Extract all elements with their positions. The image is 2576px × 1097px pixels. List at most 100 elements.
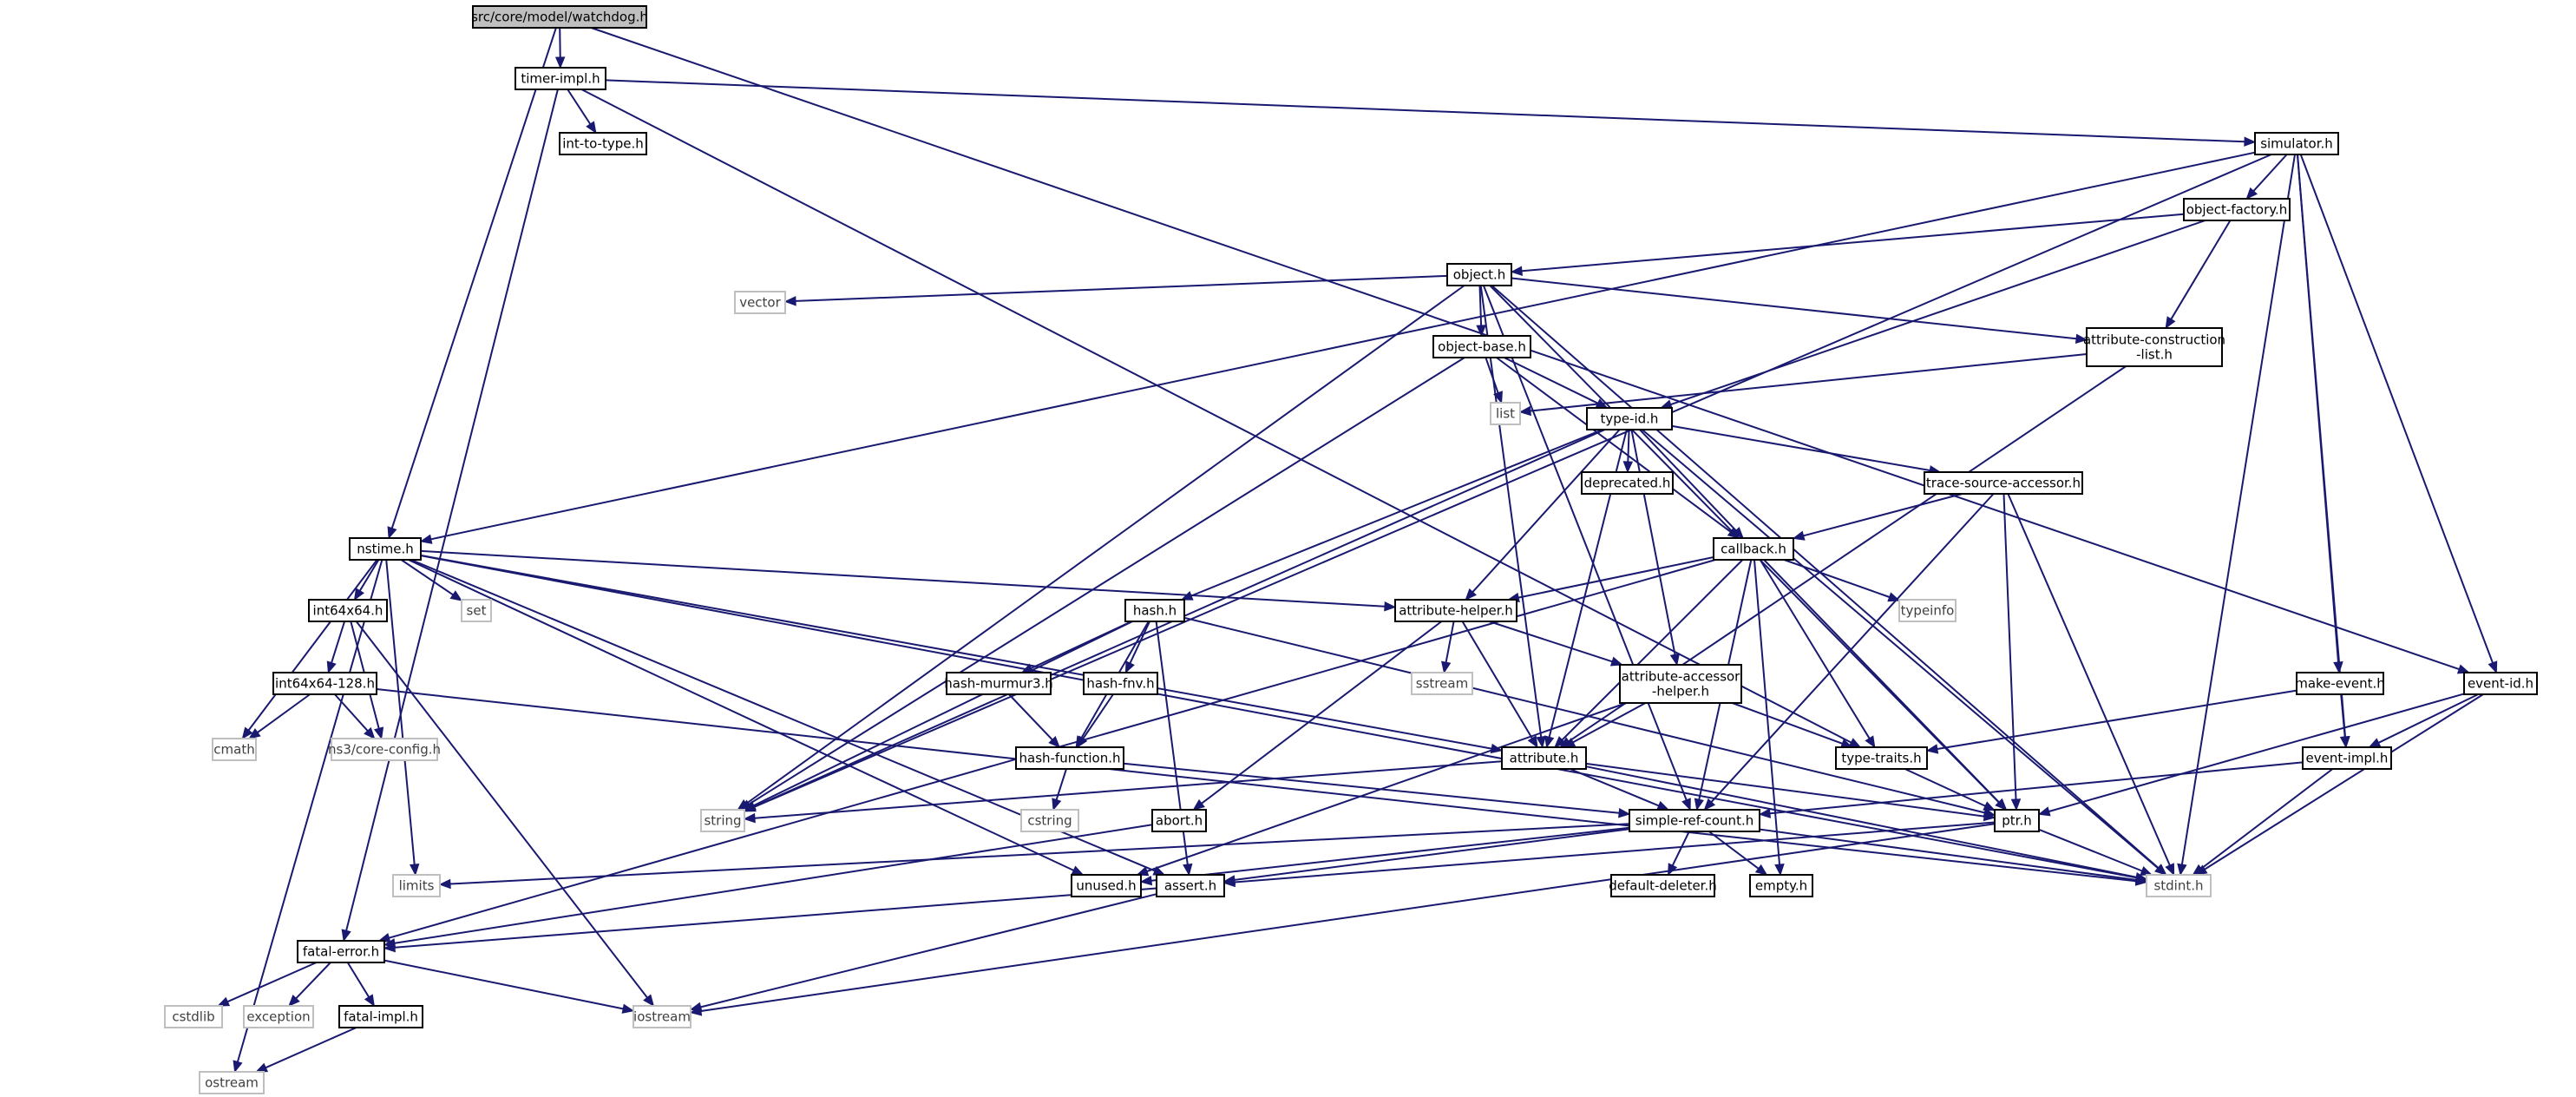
edge-arrowhead xyxy=(2488,660,2498,674)
edge-line xyxy=(2297,154,2346,738)
edge-line xyxy=(346,962,370,998)
edge-line xyxy=(2340,693,2346,738)
edge-typetraits-to-ptr xyxy=(1904,768,1996,811)
edge-eventid-to-eventimpl xyxy=(2368,693,2479,748)
edge-objfactory-to-object xyxy=(1510,213,2185,277)
edge-line xyxy=(2038,828,2143,872)
node-attrconstr[interactable]: attribute-construction-list.h xyxy=(2083,327,2225,367)
edge-line xyxy=(567,89,592,125)
node-label: hash-fnv.h xyxy=(1086,676,1154,692)
node-typeid[interactable]: type-id.h xyxy=(1586,407,1673,430)
edge-line xyxy=(236,559,383,1062)
edge-eventimpl-to-stdint xyxy=(2192,768,2334,876)
edge-fatalimpl-to-ostream xyxy=(255,1027,357,1073)
edge-line xyxy=(1234,821,1996,884)
edge-fatalerror-to-iostream xyxy=(383,959,635,1014)
node-simulator[interactable]: simulator.h xyxy=(2254,132,2339,155)
node-attribute[interactable]: attribute.h xyxy=(1501,746,1587,770)
node-nstime[interactable]: nstime.h xyxy=(349,537,422,561)
node-eventid[interactable]: event-id.h xyxy=(2463,672,2538,695)
node-box xyxy=(559,132,647,155)
edge-line xyxy=(1472,429,1621,593)
edge-arrowhead xyxy=(743,812,756,824)
node-tracesrc[interactable]: trace-source-accessor.h xyxy=(1924,471,2083,495)
node-attrhelper[interactable]: attribute-helper.h xyxy=(1394,599,1517,622)
node-hashmurmur[interactable]: hash-murmur3.h xyxy=(944,672,1053,695)
node-int64x64[interactable]: int64x64.h xyxy=(308,599,388,622)
edge-arrowhead xyxy=(1887,592,1901,602)
node-box xyxy=(1432,335,1531,358)
edge-arrowhead xyxy=(1622,461,1634,474)
node-timerimpl[interactable]: timer-impl.h xyxy=(515,67,606,90)
edge-line xyxy=(257,693,311,733)
edge-arrowhead xyxy=(233,1060,243,1074)
node-unused[interactable]: unused.h xyxy=(1071,874,1142,897)
node-objbase[interactable]: object-base.h xyxy=(1432,335,1531,358)
node-abort[interactable]: abort.h xyxy=(1151,809,1207,832)
node-label: cmath xyxy=(213,742,254,758)
edge-watchdog-to-nstime xyxy=(387,27,557,540)
edge-arrowhead xyxy=(1476,325,1486,338)
node-defaultdeleter[interactable]: default-deleter.h xyxy=(1609,874,1717,897)
node-assert[interactable]: assert.h xyxy=(1156,874,1225,897)
node-makeevent[interactable]: make-event.h xyxy=(2295,672,2385,695)
node-objfactory[interactable]: object-factory.h xyxy=(2183,198,2291,221)
edge-arrowhead xyxy=(438,878,451,890)
node-box xyxy=(2254,132,2339,155)
edge-ptr-to-assert xyxy=(1222,821,1996,888)
edge-line xyxy=(2378,693,2479,744)
edge-line xyxy=(2002,493,2017,800)
edge-timerimpl-to-inttotype xyxy=(567,89,597,135)
node-deprecated[interactable]: deprecated.h xyxy=(1581,471,1674,495)
edge-arrowhead xyxy=(586,121,597,135)
node-string: string xyxy=(700,809,745,832)
node-ptr[interactable]: ptr.h xyxy=(1994,809,2040,832)
edge-arrowhead xyxy=(1441,660,1452,674)
edge-arrowhead xyxy=(353,588,365,601)
edge-tracesrc-to-simplerefcount xyxy=(1703,493,1995,811)
node-label: attribute-helper.h xyxy=(1399,603,1513,619)
edge-makeevent-to-eventimpl xyxy=(2339,693,2350,749)
node-label: empty.h xyxy=(1755,878,1807,894)
edge-int64x64128-to-coreconfig xyxy=(334,693,376,739)
node-box xyxy=(1835,746,1928,770)
edge-line xyxy=(580,89,1852,744)
node-box xyxy=(1156,874,1225,897)
edge-arrowhead xyxy=(743,800,757,811)
edge-attraccessor-to-unused xyxy=(1136,702,1627,877)
node-object[interactable]: object.h xyxy=(1446,263,1512,286)
edge-line xyxy=(1190,429,1603,597)
node-box xyxy=(243,1005,314,1028)
node-label: simple-ref-count.h xyxy=(1635,813,1753,829)
edge-arrowhead xyxy=(1983,801,1996,811)
node-inttotype[interactable]: int-to-type.h xyxy=(559,132,647,155)
edge-arrowhead xyxy=(2010,798,2022,811)
node-hashfnv[interactable]: hash-fnv.h xyxy=(1083,672,1158,695)
node-typetraits[interactable]: type-traits.h xyxy=(1835,746,1928,770)
node-callback[interactable]: callback.h xyxy=(1713,537,1794,561)
node-box xyxy=(1610,874,1715,897)
edge-line xyxy=(753,154,2272,808)
node-box xyxy=(1586,407,1673,430)
node-eventimpl[interactable]: event-impl.h xyxy=(2302,746,2392,770)
node-empty[interactable]: empty.h xyxy=(1749,874,1813,897)
node-fatalerror[interactable]: fatal-error.h xyxy=(297,940,385,963)
edge-line xyxy=(1504,357,1599,404)
edge-arrowhead xyxy=(1510,266,1523,277)
node-watchdog[interactable]: src/core/model/watchdog.h xyxy=(471,5,648,29)
node-int64x64128[interactable]: int64x64-128.h xyxy=(272,672,377,695)
node-label: cstring xyxy=(1027,813,1072,829)
node-hash[interactable]: hash.h xyxy=(1124,599,1185,622)
edge-line xyxy=(400,559,454,596)
edge-line xyxy=(1759,559,1871,739)
edge-arrowhead xyxy=(2165,316,2176,330)
node-hashfunc[interactable]: hash-function.h xyxy=(1015,746,1124,770)
node-fatalimpl[interactable]: fatal-impl.h xyxy=(338,1005,423,1028)
edge-line xyxy=(420,555,2137,879)
edge-attraccessor-to-typetraits xyxy=(1732,702,1853,749)
edge-object-to-objbase xyxy=(1476,285,1486,338)
node-attraccessor[interactable]: attribute-accessor-helper.h xyxy=(1619,664,1742,704)
edge-typeid-to-callback xyxy=(1639,429,1745,539)
node-simplerefcount[interactable]: simple-ref-count.h xyxy=(1629,809,1760,832)
